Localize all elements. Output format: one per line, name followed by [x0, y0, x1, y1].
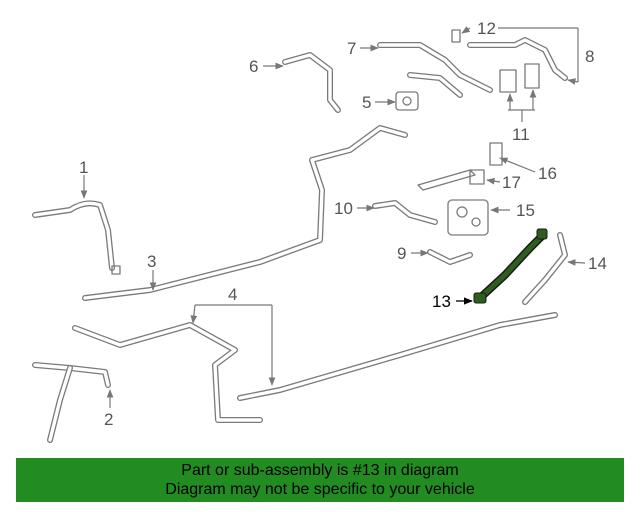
part-4-pipes	[72, 312, 558, 423]
part-16-clip	[489, 142, 503, 166]
part-9-hose	[427, 249, 473, 265]
callout-6: 6	[249, 57, 258, 76]
part-1-hose	[32, 200, 121, 275]
callout-9: 9	[397, 244, 406, 263]
callout-5: 5	[362, 93, 371, 112]
part-10-hose	[372, 200, 438, 225]
part-17-bracket	[417, 169, 485, 191]
info-banner: Part or sub-assembly is #13 in diagram D…	[16, 458, 624, 502]
callout-15: 15	[516, 201, 535, 220]
part-14-hose	[522, 232, 568, 305]
callout-17: 17	[502, 173, 521, 192]
part-5-bracket	[395, 91, 419, 111]
banner-line-1: Part or sub-assembly is #13 in diagram	[181, 462, 459, 479]
callout-1: 1	[79, 158, 88, 177]
banner-line-2: Diagram may not be specific to your vehi…	[165, 481, 475, 498]
part-13-hose-highlighted[interactable]	[473, 228, 548, 304]
callout-7: 7	[347, 39, 356, 58]
callout-8: 8	[585, 47, 594, 66]
callout-10: 10	[334, 199, 353, 218]
part-15-pump	[447, 199, 489, 236]
callout-3: 3	[147, 252, 156, 271]
callout-4: 4	[228, 285, 237, 304]
callout-16: 16	[538, 164, 557, 183]
part-7-hose	[377, 42, 493, 98]
part-11-clamps	[499, 63, 540, 93]
part-2-hose	[32, 362, 111, 443]
parts-diagram: 1 2 3 4 5 6 7 8 9 10 11 12 13 14 15 16 1…	[32, 19, 607, 443]
callout-11: 11	[512, 125, 530, 144]
leader-lines	[80, 26, 586, 408]
part-6-hose	[282, 52, 341, 113]
callout-12: 12	[477, 19, 496, 38]
callout-13: 13	[432, 292, 451, 311]
part-3-pipe	[82, 125, 408, 301]
callout-14: 14	[588, 254, 607, 273]
part-8-hose	[451, 29, 568, 81]
callout-2: 2	[104, 410, 113, 429]
